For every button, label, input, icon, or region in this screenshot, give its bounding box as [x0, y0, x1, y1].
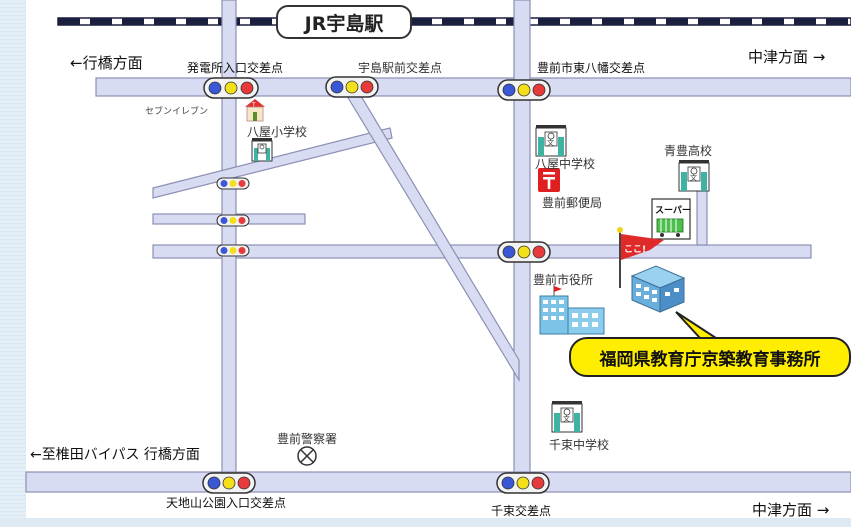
svg-text:T: T	[251, 102, 256, 109]
junction-ukashima-ekimae: 宇島駅前交差点	[358, 61, 443, 75]
junction-sendo: 千束交差点	[491, 504, 552, 518]
traffic-signal-icon	[203, 77, 259, 99]
office-building-icon	[630, 265, 686, 313]
supermarket-icon	[651, 198, 691, 240]
road-main-north	[95, 77, 851, 97]
traffic-signal-icon	[216, 244, 250, 257]
convenience-store-icon: T	[245, 99, 265, 122]
traffic-signal-icon	[325, 76, 379, 98]
svg-text:文: 文	[563, 414, 570, 423]
junction-buzen-higashi-hachiman: 豊前市東八幡交差点	[537, 61, 646, 75]
road-vertical-west	[221, 0, 237, 473]
background-stripe	[0, 0, 26, 527]
road-diagonal-main	[345, 95, 520, 383]
place-buzen-city-hall: 豊前市役所	[533, 273, 594, 287]
school-icon	[251, 138, 273, 162]
station-label: JR宇島駅	[276, 5, 412, 39]
place-hachiya-junior-high: 八屋中学校	[535, 157, 596, 171]
traffic-signal-icon	[202, 472, 256, 494]
place-buzen-police: 豊前警察署	[277, 432, 338, 446]
direction-east-top: 中津方面 →	[748, 48, 826, 66]
svg-text:文: 文	[690, 173, 697, 182]
callout-pointer	[675, 311, 720, 339]
direction-west-top: ←行橋方面	[70, 54, 143, 72]
place-hachiya-elementary: 八屋小学校	[247, 125, 308, 139]
flag-label: ここ!	[624, 244, 646, 255]
school-icon: 文	[535, 125, 567, 157]
school-icon: 文	[678, 160, 710, 192]
traffic-signal-icon	[497, 79, 551, 101]
direction-west-bottom: ←至椎田バイパス 行橋方面	[30, 447, 200, 463]
road-middle	[152, 244, 812, 259]
place-sendo-junior-high: 千束中学校	[549, 438, 610, 452]
road-diagonal-north	[152, 127, 393, 199]
post-office-icon	[538, 168, 560, 192]
junction-tenchiyama: 天地山公園入口交差点	[166, 496, 287, 510]
flag-icon: ここ!	[617, 227, 664, 288]
destination-label: 福岡県教育庁京築教育事務所	[599, 349, 821, 370]
destination-callout: 福岡県教育庁京築教育事務所	[569, 337, 851, 377]
traffic-signal-icon	[497, 241, 551, 263]
school-icon: 文	[551, 401, 583, 433]
svg-text:文: 文	[547, 138, 554, 147]
road-vertical-east	[513, 0, 531, 473]
police-icon	[297, 446, 317, 466]
traffic-signal-icon	[496, 472, 550, 494]
junction-hatsudensho: 発電所入口交差点	[187, 61, 284, 75]
traffic-signals	[202, 76, 551, 494]
road-main-south	[25, 471, 851, 493]
place-supermarket: スーパー	[655, 206, 691, 216]
city-hall-icon	[539, 286, 605, 335]
direction-east-bottom: 中津方面 →	[752, 501, 830, 519]
railway	[57, 17, 851, 26]
place-aotoyo-high: 青豊高校	[664, 144, 713, 158]
traffic-signal-icon	[216, 177, 250, 190]
background-stripe-bottom	[0, 518, 851, 527]
place-buzen-post-office: 豊前郵便局	[542, 196, 603, 210]
place-seven-eleven: セブンイレブン	[145, 107, 209, 117]
traffic-signal-icon	[216, 214, 250, 227]
